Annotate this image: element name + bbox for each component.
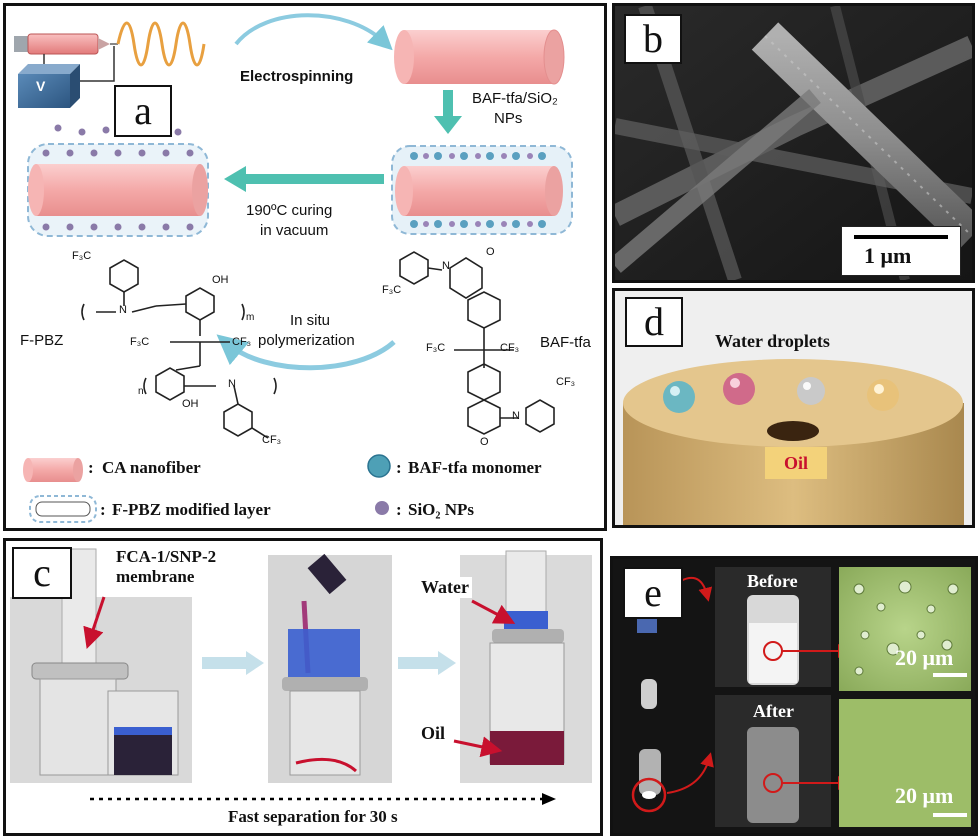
scale-bar-bottom [933,813,967,817]
chem-o-2: O [480,436,489,448]
electrospinning-arrow [234,13,393,51]
insitu-text-line2: polymerization [258,332,355,349]
chem-n-sub: n [138,386,144,397]
panel-e: e Before After 20 μm 20 μm [610,556,978,836]
fpbz-structure [81,259,277,439]
legend-baf-monomer: BAF-tfa monomer [408,458,542,477]
panel-b-label: b [624,14,682,64]
chem-f3c-2: F₃C [130,336,150,348]
scale-text-top: 20 μm [895,645,954,670]
panel-c-label: c [12,547,72,599]
separation-photos [10,548,592,805]
left-arrow [224,166,384,192]
membrane-label-line2: membrane [116,567,195,586]
polymerization-arrow [216,334,396,371]
electrospinning-text: Electrospinning [240,68,354,85]
legend-colon-3: : [396,458,402,477]
fpbz-text: F-PBZ [20,332,64,349]
bafsio-text-line2: NPs [494,110,523,127]
bafsio-text-line1: BAF-tfa/SiO₂ [472,90,558,107]
chem-oh-1: OH [212,274,229,286]
chem-cf3-1: CF₃ [232,336,252,348]
voltage-symbol: V [36,78,46,94]
chem-f3c-1: F₃C [72,250,92,262]
scale-bar-top [933,673,967,677]
panel-e-label: e [623,567,683,619]
down-arrow [434,90,462,134]
chem-n-2: N [228,378,236,390]
fast-separation-text: Fast separation for 30 s [228,807,398,826]
chem-n-3: N [442,260,450,272]
voltage-supply-icon [18,64,80,108]
coated-fiber-right [391,145,573,235]
emulsion-photos [613,559,975,833]
legend-colon-4: : [396,500,402,519]
chem-m: m [246,312,255,323]
chem-cf3-4: CF₃ [556,376,576,388]
chem-f3c-4: F₃C [426,342,446,354]
modified-fiber-left [27,124,209,237]
scale-bar-box: 1 μm [841,226,961,276]
scale-text: 1 μm [864,243,912,268]
legend-colon-2: : [100,500,106,519]
membrane-label-line1: FCA-1/SNP-2 [116,547,217,566]
oil-label-d: Oil [765,447,827,479]
chem-cf3-3: CF₃ [500,342,520,354]
baftfa-text: BAF-tfa [540,334,591,351]
legend-fpbz-layer: F-PBZ modified layer [112,500,271,519]
before-label: Before [747,571,798,591]
panel-a-legend-icons [23,454,391,523]
legend-ca: CA nanofiber [102,458,201,477]
legend-colon-1: : [88,458,94,477]
scale-bar [854,235,948,239]
after-label: After [753,701,794,721]
panel-a-schematic [14,13,573,439]
panel-b: b 1 μm [612,3,975,283]
curing-text-line2: in vacuum [260,222,329,239]
panel-a-label: a [114,85,172,137]
baftfa-structure [399,251,555,435]
oil-label-c: Oil [418,723,449,744]
panel-d-label: d [625,297,683,347]
chem-f3c-3: F₃C [382,284,402,296]
water-label-c: Water [418,577,472,598]
legend-sio2: SiO₂ NPs [408,500,475,519]
scale-text-bottom: 20 μm [895,783,954,808]
chem-o-1: O [486,246,495,258]
chem-cf3-2: CF₃ [262,434,282,446]
panel-d: d Water droplets Oil [612,288,975,528]
chem-n-4: N [512,410,520,422]
chem-oh-2: OH [182,398,199,410]
panel-a: a Electrospinning V BAF-tfa/SiO₂ NPs 190… [3,3,607,531]
water-droplets-text: Water droplets [715,331,830,351]
syringe-icon [14,33,118,55]
curing-text-line1: 190ºC curing [246,202,333,219]
insitu-text-line1: In situ [290,312,331,329]
ca-nanofiber-top [394,29,565,85]
panel-c: c FCA-1/SNP-2 membrane Water Oil Fast se… [3,538,603,836]
chem-n-1: N [119,304,127,316]
electrospinning-jet [116,21,206,67]
membrane-label: FCA-1/SNP-2 membrane [114,547,219,587]
